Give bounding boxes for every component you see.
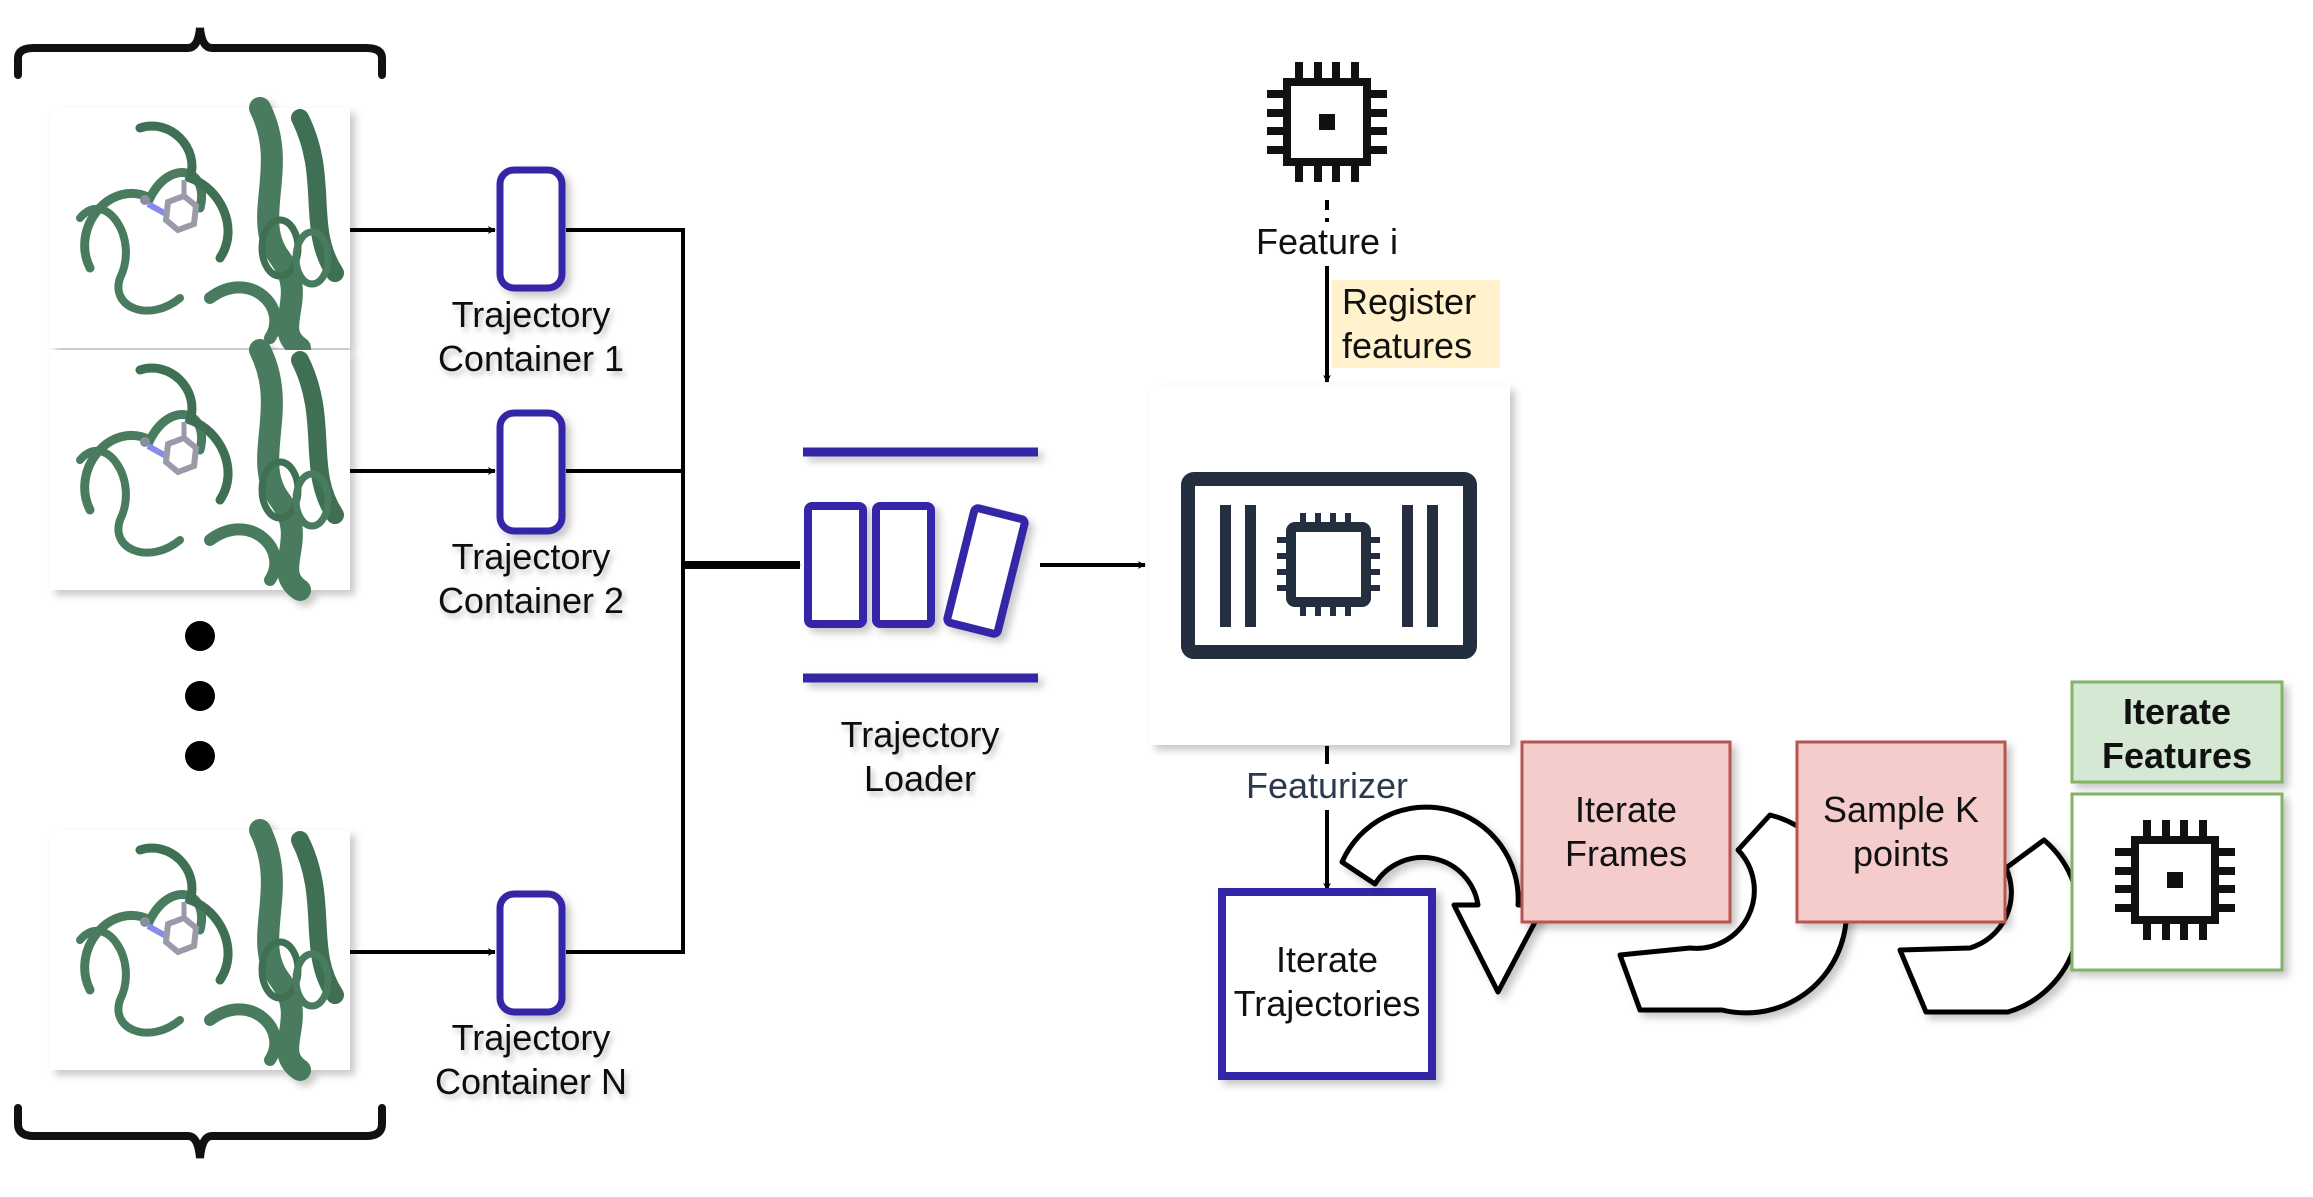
ellipsis-dot <box>185 681 215 711</box>
register-label-line1: Register <box>1342 281 1476 322</box>
featurizer-panel <box>1150 385 1510 745</box>
iterate-frames-line2: Frames <box>1565 833 1687 874</box>
loader-label-line2: Loader <box>864 758 976 799</box>
connector-container1 <box>566 228 685 565</box>
protein-image-1 <box>50 108 350 348</box>
iterate-features-line1: Iterate <box>2123 691 2231 732</box>
iterate-trajectories-box <box>1218 888 1436 1080</box>
trajectory-container-2 <box>496 409 566 535</box>
trajectory-container-1 <box>496 166 566 292</box>
container2-label-line2: Container 2 <box>438 580 624 621</box>
iterate-trajectories-line2: Trajectories <box>1234 983 1421 1024</box>
loader-label-line1: Trajectory <box>841 714 1000 755</box>
sample-points-line1: Sample K <box>1823 789 1979 830</box>
containern-label-line1: Trajectory <box>452 1017 611 1058</box>
protein-image-n <box>50 830 350 1070</box>
featurizer-label: Featurizer <box>1246 765 1408 806</box>
iterate-trajectories-line1: Iterate <box>1276 939 1378 980</box>
register-features-note <box>1332 280 1500 368</box>
ellipsis-dot <box>185 741 215 771</box>
iterate-features-header <box>2070 680 2284 784</box>
trajectory-container-n <box>496 890 566 1016</box>
ellipsis-dot <box>185 621 215 651</box>
featurizer-chip-icon <box>1181 472 1477 659</box>
connector-containern <box>566 565 685 954</box>
iterate-frames-box <box>1520 740 1732 924</box>
feature-cpu-icon <box>2115 820 2235 940</box>
feature-cpu-icon <box>1267 62 1387 182</box>
containern-label-line2: Container N <box>435 1061 627 1102</box>
feature-label: Feature i <box>1256 221 1398 262</box>
bottom-brace <box>14 1104 386 1159</box>
container1-label-line1: Trajectory <box>452 294 611 335</box>
top-brace <box>14 27 386 79</box>
iterate-frames-line1: Iterate <box>1575 789 1677 830</box>
featurizer-label-bg <box>1242 764 1412 810</box>
container2-label-line1: Trajectory <box>452 536 611 577</box>
protein-image-2 <box>50 350 350 590</box>
register-label-line2: features <box>1342 325 1472 366</box>
feature-label-bg <box>1252 222 1402 266</box>
sample-points-line2: points <box>1853 833 1949 874</box>
sample-k-points-box <box>1795 740 2007 924</box>
cycle-arrow-icon <box>1339 804 1547 995</box>
iterate-features-line2: Features <box>2102 735 2252 776</box>
trajectory-loader-icon <box>803 447 1038 683</box>
container1-label-line2: Container 1 <box>438 338 624 379</box>
